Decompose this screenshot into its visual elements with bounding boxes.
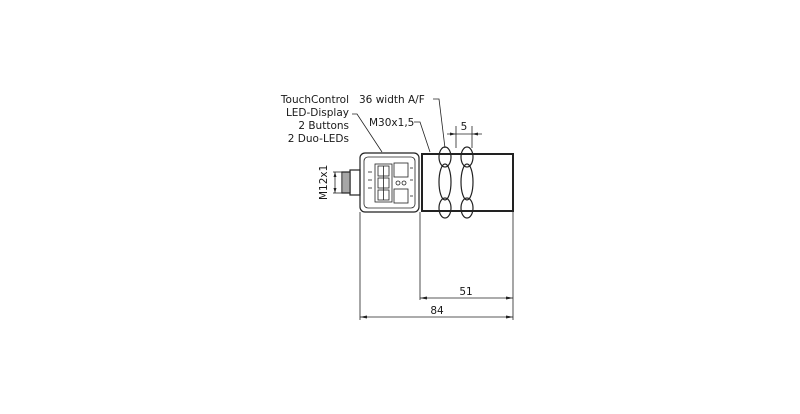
- button-bottom: [393, 188, 409, 204]
- leader-lines: [352, 98, 446, 153]
- label-connector: M12x1: [318, 165, 330, 200]
- duo-led-1: [395, 180, 401, 186]
- dim-total-length-value: 84: [430, 305, 444, 317]
- dimension-total-length: 84: [360, 305, 513, 319]
- led-display-digits: [374, 163, 393, 203]
- dim-nut-spacing-value: 5: [461, 121, 468, 133]
- dimension-nut-spacing: 5: [447, 121, 482, 148]
- label-width-af: 36 width A/F: [359, 94, 425, 106]
- dim-thread-length-value: 51: [459, 286, 472, 298]
- duo-led-2: [401, 180, 407, 186]
- label-led-display: LED-Display: [286, 107, 349, 119]
- dimension-thread-length: 51: [420, 286, 513, 300]
- dimension-connector: M12x1: [318, 165, 345, 200]
- display-housing: [359, 152, 420, 213]
- label-buttons: 2 Buttons: [298, 120, 349, 132]
- label-duo-leds: 2 Duo-LEDs: [288, 133, 349, 145]
- extension-lines: [359, 212, 514, 320]
- label-thread: M30x1,5: [369, 117, 414, 129]
- connector-plug: [341, 169, 361, 196]
- nut-2: [460, 146, 474, 219]
- label-touchcontrol: TouchControl: [280, 94, 349, 106]
- threaded-body: [421, 153, 514, 212]
- nut-1: [438, 146, 452, 219]
- button-top: [393, 162, 409, 178]
